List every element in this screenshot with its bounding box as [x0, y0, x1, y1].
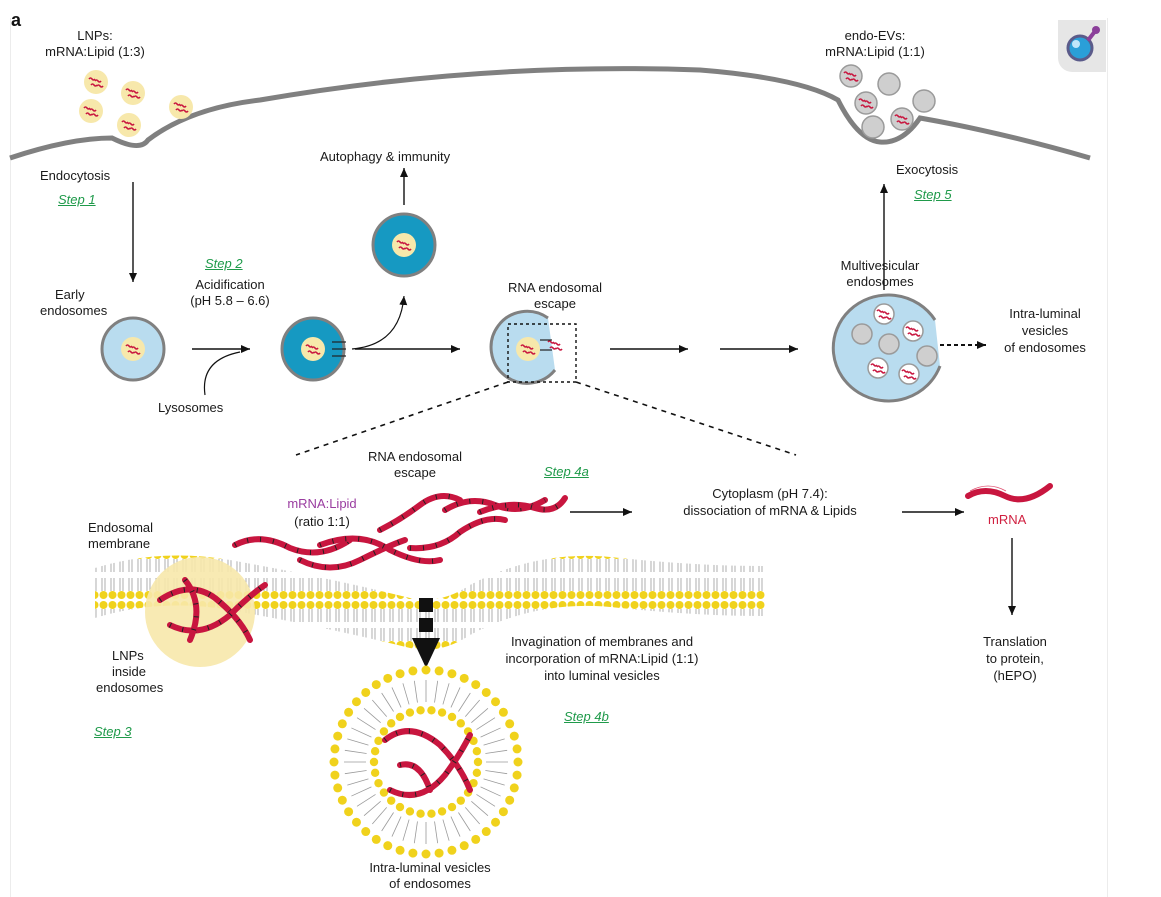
mrna-lipid-strand-ilv — [387, 732, 473, 798]
figure-frame — [10, 18, 1108, 897]
lnps-ratio: mRNA:Lipid (1:3) — [45, 44, 145, 59]
intraluminal-right-3: of endosomes — [1004, 340, 1086, 355]
mrna-lipid-strand — [167, 582, 268, 634]
multivesicular-label-1: Multivesicular — [840, 258, 920, 273]
mrna-lipid-label: mRNA:Lipid — [287, 496, 357, 511]
invagination-arrow — [412, 598, 440, 668]
acidification-label-1: Acidification — [195, 277, 265, 292]
lnp-particle — [84, 70, 108, 94]
mrna-lipid-strand — [232, 536, 353, 556]
mvb-vesicle — [873, 303, 895, 325]
zoom-line-right — [575, 381, 797, 456]
mvb-vesicle — [898, 363, 920, 385]
lnp-particle — [117, 113, 141, 137]
translation-label-1: Translation — [983, 634, 1047, 649]
free-mrna — [965, 483, 1053, 503]
endo-ev-particle — [854, 91, 878, 115]
mrna-lipid-strand — [317, 535, 443, 565]
endo-evs-ratio: mRNA:Lipid (1:1) — [825, 44, 925, 59]
rna-escape-bottom-1: RNA endosomal — [368, 449, 462, 464]
step4a-label[interactable]: Step 4a — [544, 464, 589, 479]
endosomal-membrane-label-1: Endosomal — [88, 520, 154, 535]
rna-escape-top-1: RNA endosomal — [508, 280, 602, 295]
multivesicular-label-2: endosomes — [846, 274, 914, 289]
endosomal-membrane-label-2: membrane — [88, 536, 151, 551]
viewer-button[interactable] — [1058, 20, 1106, 72]
endo-ev-particle — [912, 89, 936, 113]
invagination-label-2: incorporation of mRNA:Lipid (1:1) — [505, 651, 699, 666]
magnifier-icon — [1066, 26, 1100, 62]
intraluminal-vesicle — [329, 665, 523, 859]
endo-ev-cluster — [839, 64, 936, 139]
endocytosis-label: Endocytosis — [40, 168, 111, 183]
escaping-endosome — [489, 309, 577, 385]
translation-label-3: (hEPO) — [993, 668, 1037, 683]
ratio-label: (ratio 1:1) — [294, 514, 350, 529]
intraluminal-right-1: Intra-luminal — [1009, 306, 1081, 321]
intraluminal-bottom-1: Intra-luminal vesicles — [369, 860, 491, 875]
lnps-inside-label-1: LNPs — [112, 648, 144, 663]
mrna-lipid-strand — [377, 493, 463, 533]
mvb-vesicle — [878, 333, 900, 355]
zoom-line-left — [295, 381, 509, 456]
rna-escape-bottom-2: escape — [394, 465, 436, 480]
mrna-lipid-strand-ilv — [382, 728, 473, 793]
lnp-particle — [121, 81, 145, 105]
mrna-lipid-strand — [297, 537, 408, 571]
intraluminal-bottom-2: of endosomes — [389, 876, 471, 891]
mrna-lipid-strand — [407, 515, 508, 552]
invagination-label-1: Invagination of membranes and — [510, 634, 694, 649]
mrna-lipid-strand-ilv — [397, 761, 433, 793]
cytoplasm-label-1: Cytoplasm (pH 7.4): — [712, 486, 828, 501]
acidified-endosome — [280, 316, 346, 382]
lnps-title: LNPs: — [77, 28, 113, 43]
mvb-vesicle — [851, 323, 873, 345]
exocytosis-label: Exocytosis — [896, 162, 959, 177]
endo-ev-particle — [839, 64, 863, 88]
rna-escape-top-2: escape — [534, 296, 576, 311]
panel-label: a — [11, 10, 22, 30]
early-endosome — [100, 316, 166, 382]
early-endosomes-label-2: endosomes — [40, 303, 108, 318]
lnp-inside-endosome — [145, 557, 255, 667]
mvb-vesicle — [916, 345, 938, 367]
endo-ev-particle — [890, 107, 914, 131]
multivesicular-endosome — [831, 293, 942, 403]
step5-label[interactable]: Step 5 — [914, 187, 952, 202]
lnp-cluster-outside — [79, 70, 193, 137]
endo-ev-particle — [877, 72, 901, 96]
translation-label-2: to protein, — [986, 651, 1044, 666]
mrna-lipid-strand — [157, 586, 253, 643]
mrna-label: mRNA — [988, 512, 1027, 527]
autophagy-label: Autophagy & immunity — [320, 149, 451, 164]
mvb-vesicle — [867, 357, 889, 379]
intraluminal-right-2: vesicles — [1021, 323, 1069, 338]
mrna-lipid-strand — [477, 495, 568, 515]
endo-evs-title: endo-EVs: — [844, 28, 906, 43]
lysosomes-label: Lysosomes — [158, 400, 224, 415]
lnp-particle — [169, 95, 193, 119]
cytoplasm-label-2: dissociation of mRNA & Lipids — [683, 503, 857, 518]
step1-label[interactable]: Step 1 — [58, 192, 96, 207]
lnp-particle — [79, 99, 103, 123]
early-endosomes-label-1: Early — [55, 287, 85, 302]
endo-ev-particle — [861, 115, 885, 139]
step3-label[interactable]: Step 3 — [94, 724, 132, 739]
step4b-label[interactable]: Step 4b — [564, 709, 609, 724]
lnps-inside-label-3: endosomes — [96, 680, 164, 695]
autophagy-branch-curve — [351, 295, 408, 350]
mrna-strands — [157, 493, 568, 643]
plasma-membrane — [9, 66, 1091, 161]
mrna-lipid-strand — [182, 577, 200, 643]
mvb-vesicle — [902, 320, 924, 342]
autophagosome — [371, 212, 437, 278]
lnps-inside-label-2: inside — [112, 664, 146, 679]
acidification-label-2: (pH 5.8 – 6.6) — [190, 293, 270, 308]
step2-label[interactable]: Step 2 — [205, 256, 243, 271]
invagination-label-3: into luminal vesicles — [544, 668, 660, 683]
lysosome-merge-curve — [203, 351, 241, 396]
